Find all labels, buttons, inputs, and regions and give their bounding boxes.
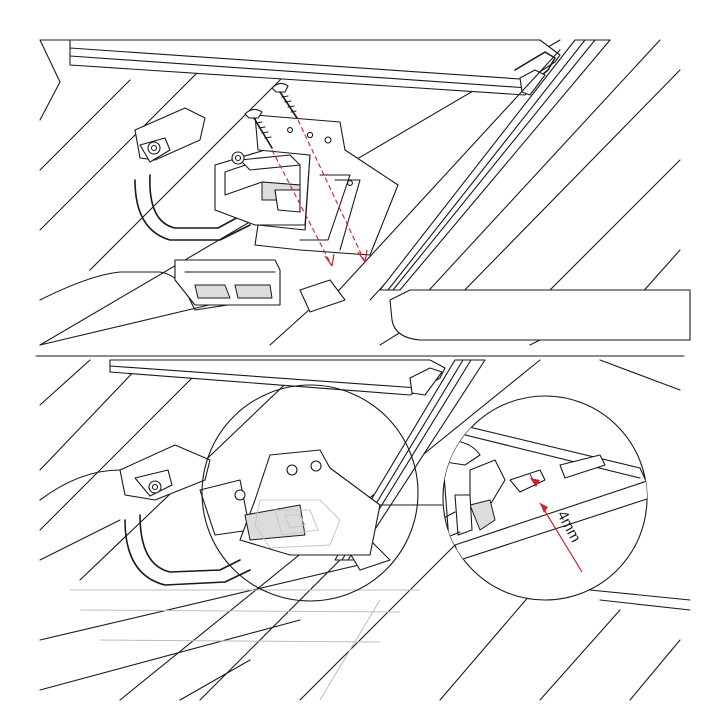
mounting-plate-bottom <box>239 449 381 556</box>
bottom-panel: 4mm <box>39 359 691 701</box>
detail-callout: 4mm <box>442 395 648 601</box>
roof-hook-icon <box>134 107 251 241</box>
dimension-arrow-icon <box>529 473 583 573</box>
top-panel <box>39 39 691 346</box>
roof-hook-bottom <box>119 444 251 586</box>
base-block-top <box>174 259 346 313</box>
mounting-plate-top <box>254 114 399 256</box>
ghost-parts <box>254 499 341 549</box>
clamp-holder-top <box>214 149 311 226</box>
mounting-rail-bottom <box>109 359 446 396</box>
assembly-guide-arrows <box>271 119 368 267</box>
screw-icon <box>244 82 298 149</box>
module-frame-top <box>329 39 691 341</box>
mounting-rail-top <box>69 39 561 96</box>
magnifier-circle-icon <box>201 384 419 602</box>
